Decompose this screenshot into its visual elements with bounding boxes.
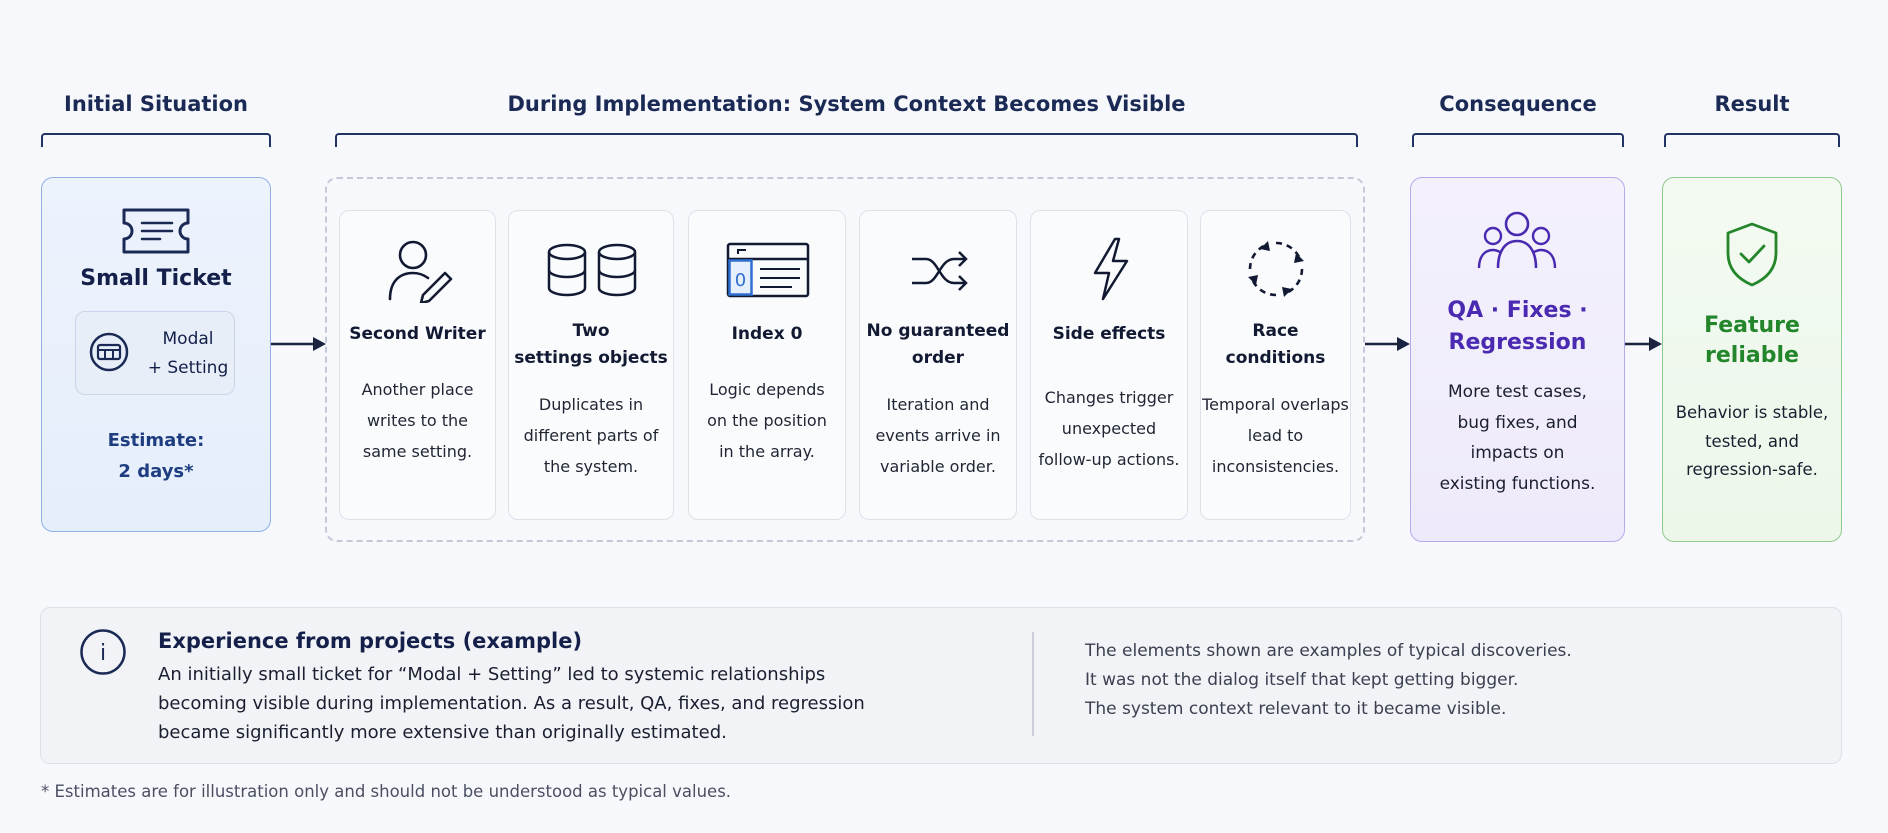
implementation-group <box>325 177 1365 542</box>
card-title: Race conditions <box>1225 321 1326 368</box>
bracket-consequence <box>1412 133 1624 147</box>
card-description: Changes trigger unexpected follow-up act… <box>1038 388 1180 469</box>
lightning-icon <box>1093 237 1129 301</box>
shield-check-icon <box>1726 222 1778 287</box>
card-second-writer: Second Writer Another place writes to th… <box>339 210 496 520</box>
card-title: No guaranteed order <box>866 321 1010 368</box>
card-title: Side effects <box>1052 324 1166 344</box>
estimate-label: Estimate: 2 days* <box>107 430 205 482</box>
heading-implementation: During Implementation: System Context Be… <box>507 92 1186 116</box>
heading-consequence: Consequence <box>1439 92 1597 116</box>
experience-text: An initially small ticket for “Modal + S… <box>158 664 865 743</box>
bracket-implementation <box>335 133 1358 147</box>
experience-title: Experience from projects (example) <box>158 629 583 653</box>
info-icon-glyph: i <box>100 641 106 666</box>
array-index-digit: 0 <box>735 270 746 291</box>
person-edit-icon <box>388 240 453 303</box>
team-icon <box>1477 211 1557 269</box>
card-title: Second Writer <box>349 324 486 344</box>
card-description: Temporal overlaps lead to inconsistencie… <box>1202 395 1349 476</box>
consequence-description: More test cases, bug fixes, and impacts … <box>1439 382 1596 494</box>
heading-initial: Initial Situation <box>64 92 248 116</box>
card-description: Iteration and events arrive in variable … <box>875 395 1001 476</box>
small-ticket-title: Small Ticket <box>80 266 232 291</box>
experience-note: The elements shown are examples of typic… <box>1085 641 1572 719</box>
modal-setting-icon <box>89 332 129 372</box>
card-race-conditions: Race conditions Temporal overlaps lead t… <box>1200 210 1351 520</box>
card-no-guaranteed-order: No guaranteed order Iteration and events… <box>859 210 1017 520</box>
card-title: Two settings objects <box>514 321 668 368</box>
card-description: Logic depends on the position in the arr… <box>707 380 827 461</box>
info-icon: i <box>80 629 126 675</box>
bracket-initial <box>41 133 271 147</box>
ticket-icon <box>122 208 190 254</box>
arrow-right-icon <box>271 337 326 351</box>
arrow-right-icon <box>1365 337 1410 351</box>
heading-result: Result <box>1714 92 1790 116</box>
card-side-effects: Side effects Changes trigger unexpected … <box>1030 210 1188 520</box>
modal-setting-card <box>75 311 235 395</box>
card-title: Index 0 <box>731 324 803 344</box>
cycle-icon <box>1248 241 1304 297</box>
databases-icon <box>547 243 637 297</box>
bracket-result <box>1664 133 1840 147</box>
result-title: Feature reliable <box>1704 313 1800 368</box>
consequence-box <box>1410 177 1625 542</box>
modal-setting-label: Modal + Setting <box>147 329 229 378</box>
card-two-settings-objects: Two settings objects Duplicates in diffe… <box>508 210 674 520</box>
result-box <box>1662 177 1842 542</box>
panel-divider <box>1032 632 1034 736</box>
card-description: Another place writes to the same setting… <box>361 380 474 461</box>
result-description: Behavior is stable, tested, and regressi… <box>1675 403 1829 479</box>
footnote: * Estimates are for illustration only an… <box>41 782 732 801</box>
shuffle-icon <box>912 251 968 291</box>
consequence-title: QA · Fixes · Regression <box>1447 298 1588 355</box>
card-index-0: 0 Index 0 Logic depends on the position … <box>688 210 846 520</box>
experience-panel <box>40 607 1842 764</box>
card-description: Duplicates in different parts of the sys… <box>523 395 659 476</box>
array-index-icon: 0 <box>726 242 810 298</box>
arrow-right-icon <box>1625 337 1662 351</box>
